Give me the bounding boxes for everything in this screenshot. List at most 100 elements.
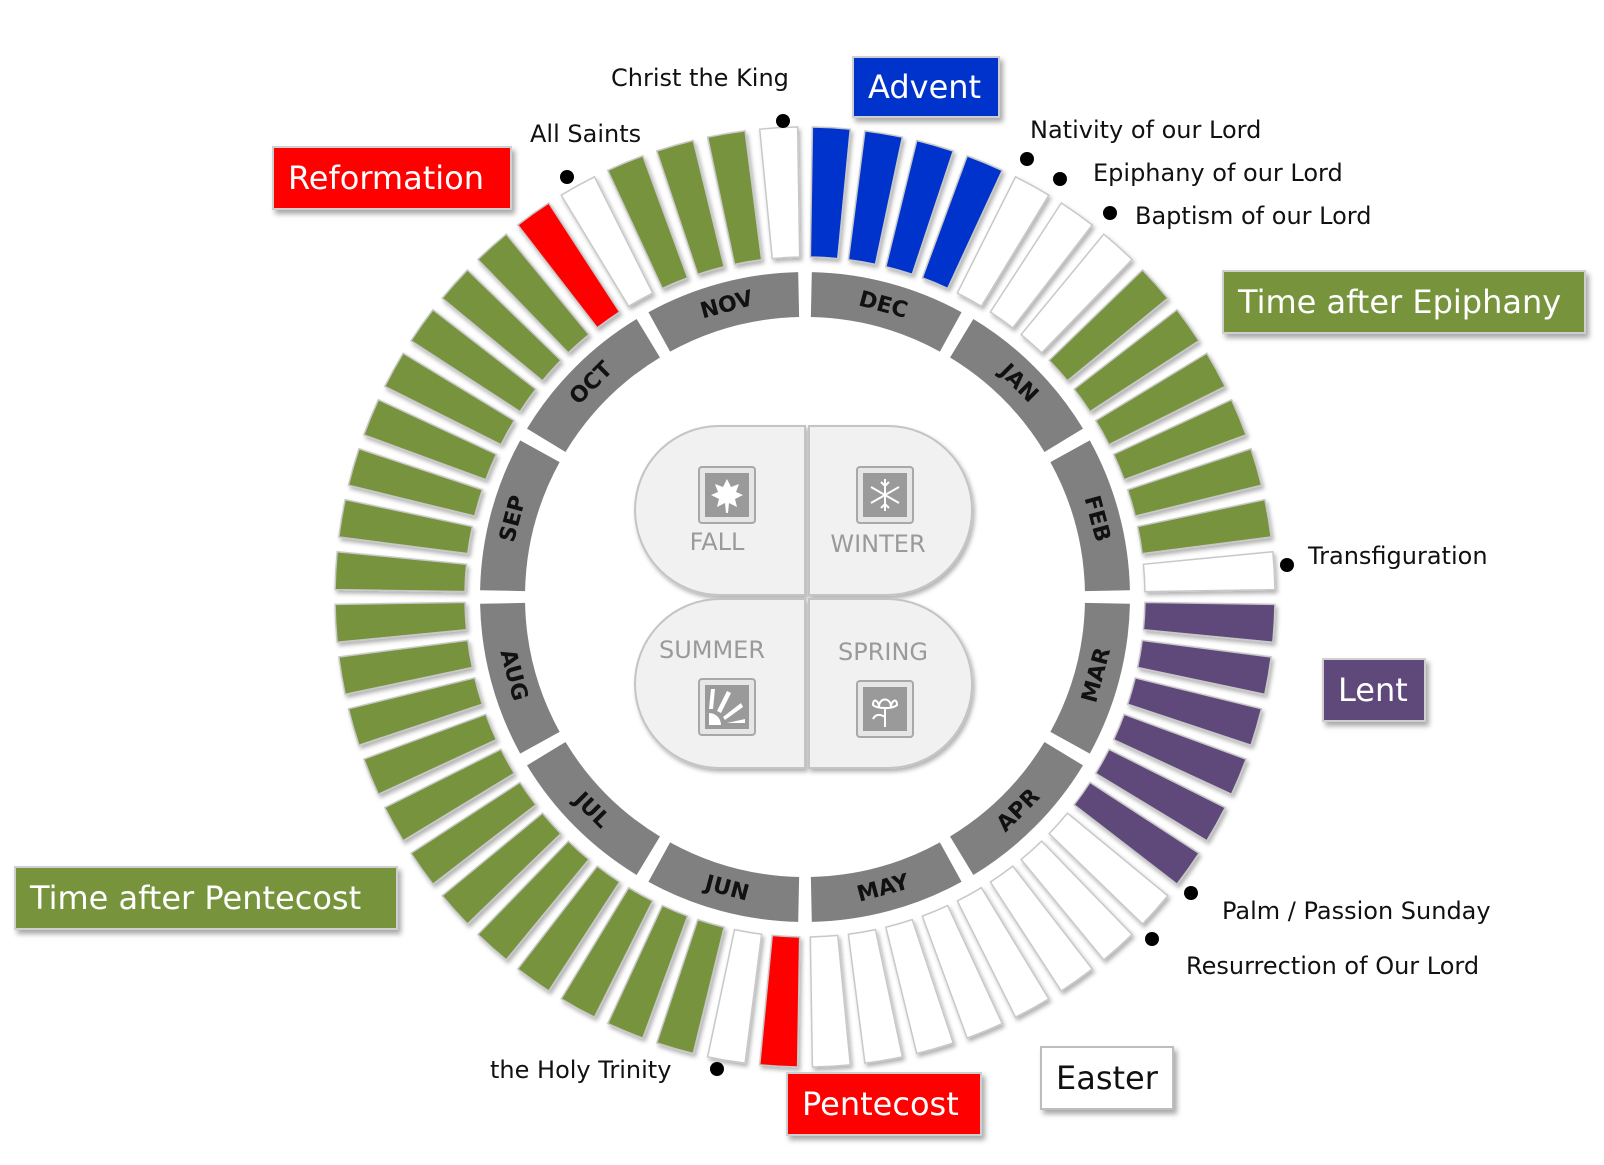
flower-icon [856, 680, 914, 738]
week-segment [516, 865, 621, 993]
week-segment [1094, 748, 1227, 842]
week-segment [1126, 676, 1263, 747]
week-segment [560, 175, 654, 308]
week-segment [1020, 840, 1134, 961]
week-segment [347, 676, 484, 747]
week-segment [383, 352, 516, 446]
month-segment [810, 842, 962, 922]
week-segment [758, 126, 801, 260]
season-label-reformation: Reformation [272, 146, 512, 210]
week-segment [884, 918, 955, 1055]
week-segment [921, 904, 1004, 1040]
week-ring [334, 126, 1276, 1068]
week-segment [441, 812, 562, 926]
quadrant-winter-label: WINTER [830, 530, 925, 558]
week-segment [1048, 812, 1169, 926]
week-segment [409, 308, 537, 413]
week-segment [334, 601, 468, 644]
quadrant-spring-label: SPRING [838, 638, 928, 666]
month-segment [950, 319, 1083, 452]
week-segment [383, 748, 516, 842]
month-segment [527, 319, 660, 452]
month-segment [950, 742, 1083, 875]
week-segment [441, 268, 562, 382]
event-label-resurrection: Resurrection of Our Lord [1186, 952, 1480, 980]
week-segment [1142, 550, 1276, 593]
week-segment [655, 918, 726, 1055]
season-label-pentecost: Pentecost [786, 1072, 982, 1136]
week-segment [476, 840, 590, 961]
week-segment [884, 139, 955, 276]
event-marker-baptism [1103, 206, 1117, 220]
week-segment [334, 550, 468, 593]
sun-icon [698, 678, 756, 736]
season-label-time-after-pentecost: Time after Pentecost [14, 866, 398, 930]
week-segment [409, 781, 537, 886]
month-segment [1050, 602, 1130, 754]
quadrant-fall-label: FALL [690, 528, 745, 556]
event-label-christ-the-king: Christ the King [611, 64, 789, 92]
month-segment [1050, 440, 1130, 592]
quadrant-summer-label: SUMMER [659, 636, 765, 664]
event-marker-all-saints [560, 170, 574, 184]
week-segment [1136, 498, 1272, 555]
week-segment [921, 154, 1004, 290]
event-label-nativity: Nativity of our Lord [1030, 116, 1262, 144]
season-label-advent: Advent [852, 56, 1000, 118]
event-label-all-saints: All Saints [530, 120, 642, 148]
month-segment [527, 742, 660, 875]
event-marker-epiphany [1053, 172, 1067, 186]
week-segment [560, 886, 654, 1019]
quadrant-summer: SUMMER [633, 598, 806, 769]
week-segment [476, 233, 590, 354]
week-segment [1048, 268, 1169, 382]
month-segment [480, 602, 560, 754]
season-label-time-after-epiphany: Time after Epiphany [1222, 270, 1586, 334]
quadrant-winter: WINTER [808, 425, 974, 596]
quadrant-spring: SPRING [808, 598, 974, 769]
week-segment [847, 928, 904, 1064]
week-segment [706, 129, 763, 266]
week-segment [1073, 781, 1201, 886]
month-segment [480, 440, 560, 592]
event-marker-holy-trinity [710, 1062, 724, 1076]
event-label-palm-sunday: Palm / Passion Sunday [1222, 897, 1491, 925]
week-segment [956, 886, 1050, 1019]
week-segment [706, 928, 763, 1064]
season-quadrants: FALL WINTER SUMMER [633, 425, 974, 769]
event-label-baptism: Baptism of our Lord [1135, 202, 1372, 230]
event-marker-transfiguration [1280, 558, 1294, 572]
week-segment [347, 447, 484, 518]
event-marker-christ-the-king [776, 114, 790, 128]
week-segment [1136, 639, 1272, 696]
week-segment [516, 201, 621, 329]
week-segment [337, 498, 474, 555]
week-segment [337, 639, 474, 696]
season-label-easter: Easter [1040, 1046, 1174, 1110]
event-label-epiphany: Epiphany of our Lord [1093, 159, 1343, 187]
event-marker-palm-sunday [1184, 886, 1198, 900]
week-segment [1073, 308, 1201, 413]
quadrant-fall: FALL [633, 425, 806, 596]
week-segment [1112, 713, 1248, 796]
week-segment [655, 139, 726, 276]
week-segment [362, 713, 498, 796]
week-segment [1126, 447, 1263, 518]
week-segment [809, 934, 852, 1068]
event-label-transfiguration: Transfiguration [1308, 542, 1488, 570]
week-segment [809, 126, 852, 260]
week-segment [1142, 601, 1276, 644]
week-segment [1112, 398, 1248, 481]
week-segment [989, 201, 1094, 329]
month-segment [648, 842, 800, 922]
week-segment [758, 934, 801, 1068]
week-segment [362, 398, 498, 481]
month-segment [648, 272, 800, 352]
week-segment [1094, 352, 1227, 446]
event-marker-resurrection [1145, 932, 1159, 946]
maple-leaf-icon [698, 466, 756, 524]
season-label-lent: Lent [1322, 658, 1426, 722]
snowflake-icon [856, 466, 914, 524]
